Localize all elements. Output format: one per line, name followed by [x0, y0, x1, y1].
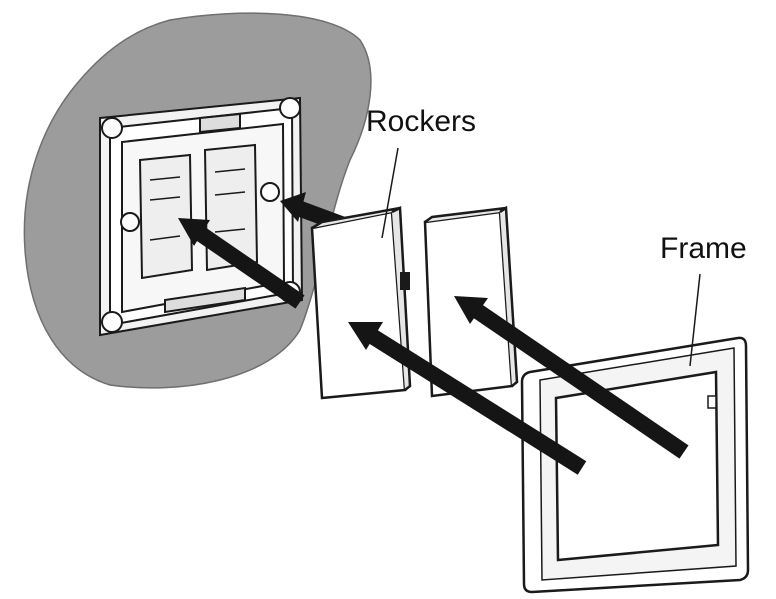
cover-frame	[520, 336, 750, 594]
rockers-label: Rockers	[366, 105, 476, 138]
arrow-frame-lower	[348, 322, 587, 475]
rockers-leader-line	[381, 147, 399, 239]
frame-label: Frame	[660, 232, 747, 265]
frame-leader-line	[689, 273, 701, 367]
arrow-frame-upper	[454, 296, 689, 459]
rocker-left	[310, 206, 412, 400]
arrow-mechanism	[178, 218, 305, 309]
switch-mechanism	[99, 96, 304, 337]
